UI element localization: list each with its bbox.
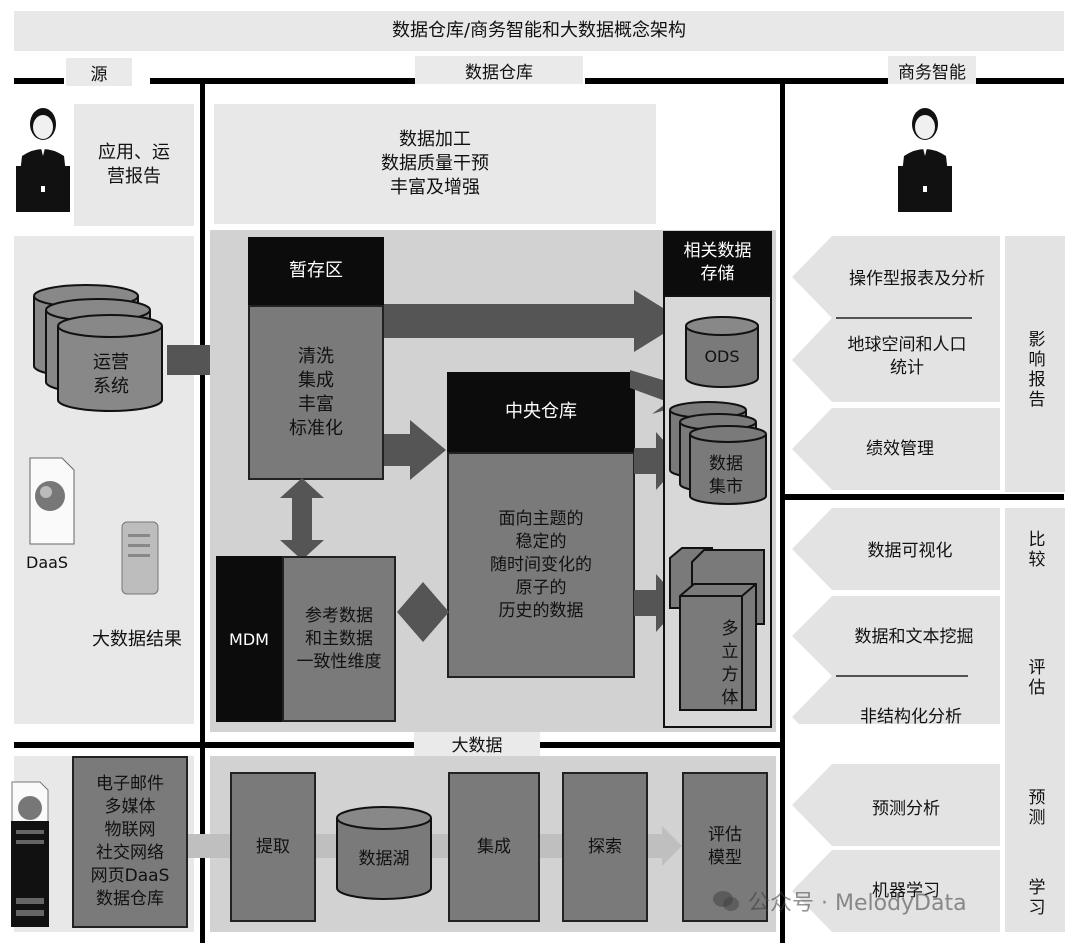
daas-label: DaaS [26,553,69,572]
integrate-step: 集成 [448,772,540,922]
staging-box: 清洗 集成 丰富 标准化 [248,305,384,480]
section-label-data-warehouse: 数据仓库 [415,56,583,84]
user-icon [14,104,72,216]
bi-item-data-visualization: 数据可视化 [867,540,953,561]
data-mart-icon [668,400,768,506]
mdm-box: 参考数据 和主数据 一致性维度 [282,556,396,722]
section-label-bi: 商务智能 [888,56,976,84]
divider-vertical [780,84,785,943]
flow-arrow [384,290,684,352]
big-data-results-label: 大数据结果 [92,629,182,650]
bi-item-unstructured-analysis: 非结构化分析 [860,706,962,727]
user-icon [890,104,960,216]
ods-label: ODS [704,346,740,366]
server-icon [120,520,160,596]
divider-horizontal [14,742,414,748]
watermark: 公众号 · MelodyData [712,884,1052,918]
diagram-title: 数据仓库/商务智能和大数据概念架构 [14,11,1064,51]
eval-model-step: 评估 模型 [682,772,768,922]
flow-double-arrow [280,478,324,560]
bi-item-machine-learning: 机器学习 [872,880,940,901]
bi-item-data-text-mining: 数据和文本挖掘 [854,626,974,647]
side-label-predict: 预测 [1024,788,1045,828]
staging-title: 暂存区 [248,237,384,305]
ods-database-icon [682,316,762,390]
big-data-sources-box: 电子邮件 多媒体 物联网 社交网络 网页DaaS 数据仓库 [72,756,188,928]
data-marts-label: 数据 集市 [709,454,743,497]
header-bar [585,78,888,84]
side-panel [1005,508,1065,932]
bi-item-performance-management: 绩效管理 [866,438,934,459]
flow-arrow [634,432,682,490]
bi-item-predictive-analysis: 预测分析 [872,798,940,819]
flow-diamond [397,582,449,642]
flow-arrow [634,574,682,632]
divider-vertical [200,84,205,943]
header-bar [150,78,415,84]
bi-chevrons-lower [792,764,1002,932]
watermark-text: 公众号 · MelodyData [748,891,967,916]
data-lake-label: 数据湖 [358,848,410,869]
data-lake-icon [335,806,433,902]
extract-step: 提取 [230,772,316,922]
header-bar [14,78,64,84]
bi-item-operational-reports: 操作型报表及分析 [849,268,985,289]
divider-horizontal [783,494,1064,500]
cube-icon [668,544,768,714]
related-storage-title: 相关数据 存储 [663,231,772,295]
cubes-label: 多 立 方 体 [721,619,739,708]
wechat-icon [712,889,740,913]
central-warehouse-box: 面向主题的 稳定的 随时间变化的 原子的 历史的数据 [447,452,635,678]
side-label-evaluate: 评估 [1024,658,1045,698]
apps-reports-box: 应用、运 营报告 [74,104,194,226]
bi-item-geospatial: 地球空间和人口 统计 [847,335,967,378]
section-label-big-data: 大数据 [414,729,540,757]
data-processing-box: 数据加工 数据质量干预 丰富及增强 [214,104,656,224]
central-warehouse-title: 中央仓库 [447,372,635,452]
document-globe-icon [28,456,76,546]
bi-chevrons [792,236,1002,758]
server-tower-icon [10,820,50,928]
side-label-learn: 学习 [1024,878,1045,918]
operational-systems-label: 运营 系统 [93,352,129,397]
section-label-source: 源 [66,58,132,86]
explore-step: 探索 [562,772,648,922]
side-label-compare: 比较 [1024,530,1045,570]
side-panel [1005,236,1065,492]
mdm-label: MDM [216,556,282,722]
side-label-impact-reports: 影响报告 [1024,330,1045,410]
database-icon [30,284,170,414]
header-bar [976,78,1064,84]
flow-arrow [384,420,446,480]
divider-horizontal [540,742,783,748]
